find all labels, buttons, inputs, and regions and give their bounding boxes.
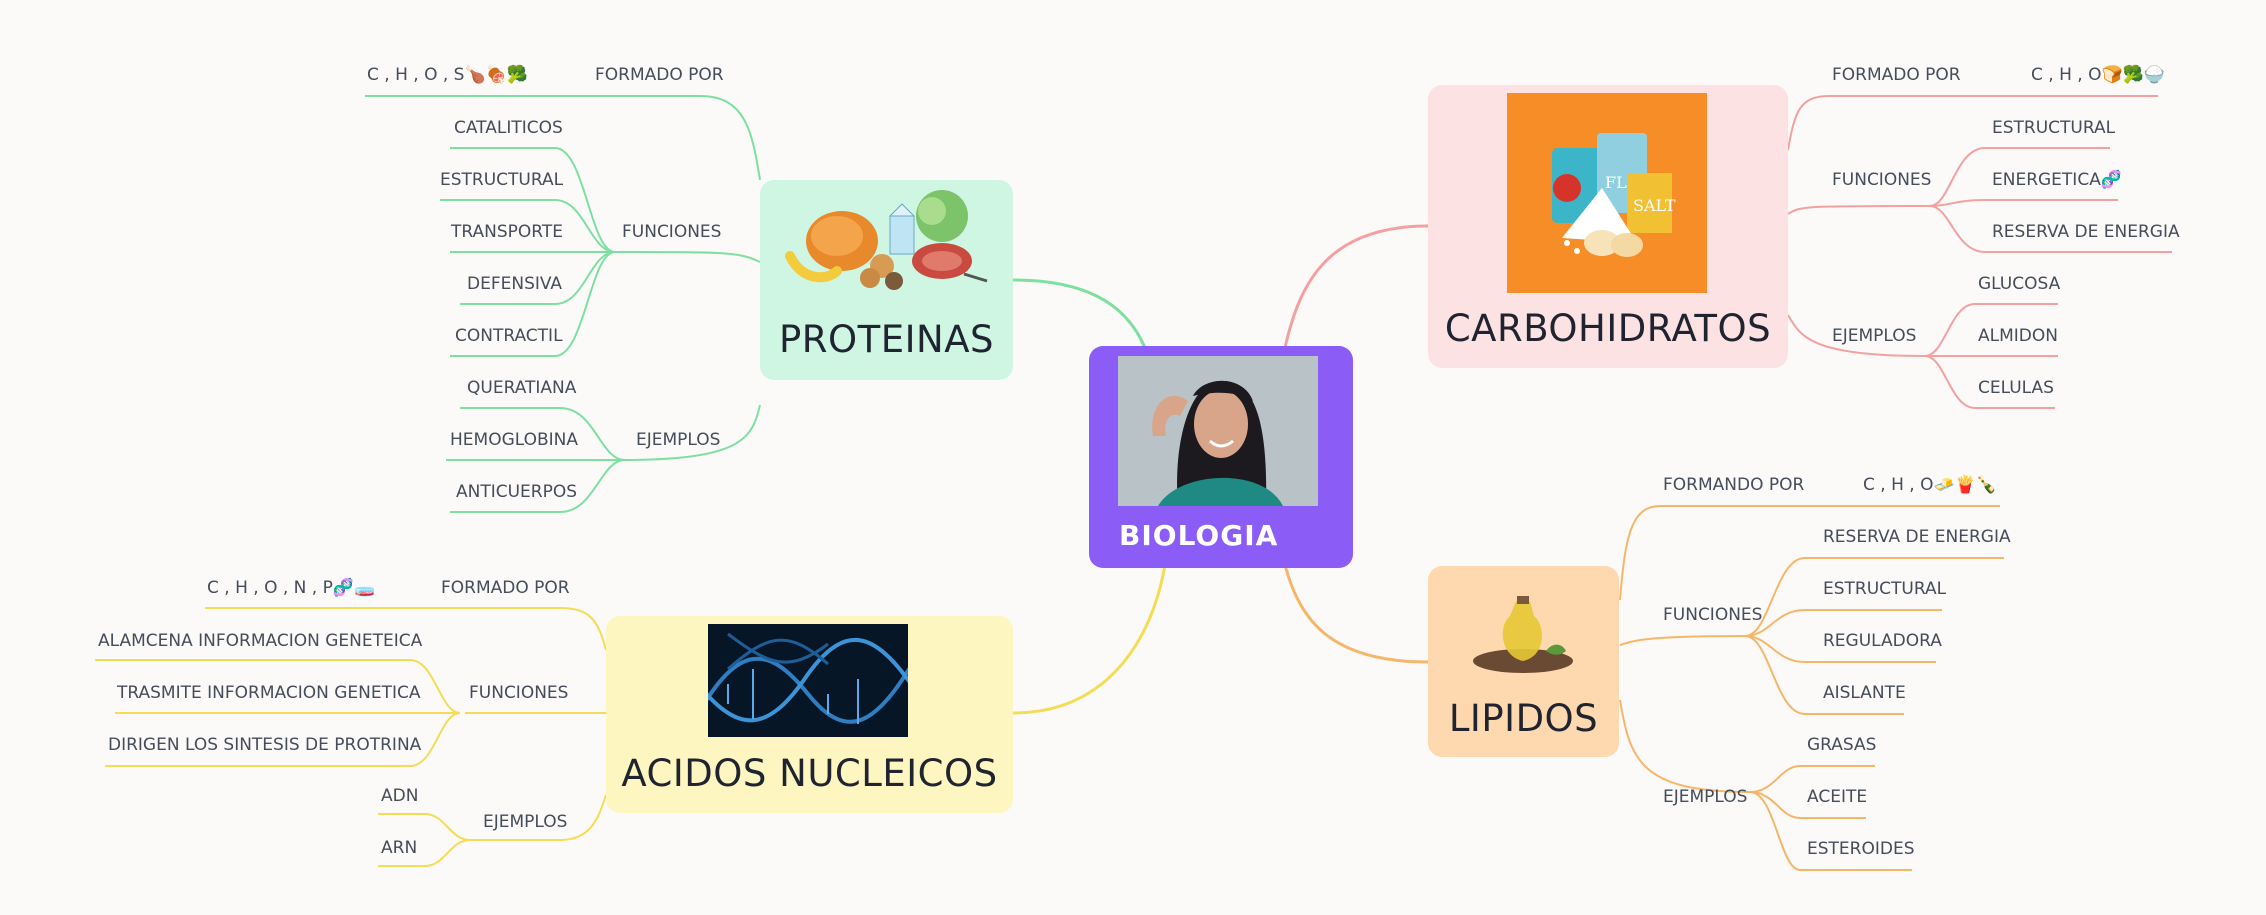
acidos-funcion-item: ALAMCENA INFORMACION GENETEICA [98,631,423,651]
acidos-formado-label: FORMADO POR [441,578,570,598]
lipidos-ejemplo-item: ACEITE [1807,787,1868,807]
topic-lipidos[interactable]: LIPIDOS [1428,566,1619,757]
proteinas-ejemplo-item: ANTICUERPOS [456,482,578,502]
proteinas-formado-label: FORMADO POR [595,65,724,85]
center-topic[interactable]: BIOLOGIA [1089,346,1353,568]
lipidos-funcion-item: REGULADORA [1823,631,1942,651]
acidos-funcion-item: DIRIGEN LOS SINTESIS DE PROTRINA [108,735,422,755]
carbohidratos-funciones-label: FUNCIONES [1832,170,1932,190]
carbohidratos-ejemplo-item: ALMIDON [1978,326,2058,346]
acidos-formado-value: C , H , O , N , P🧬🧫 [207,578,376,598]
carbohidratos-funcion-item: RESERVA DE ENERGIA [1992,222,2180,242]
center-title: BIOLOGIA [1119,519,1279,552]
dna-helix-image [708,624,908,737]
proteinas-funcion-item: ESTRUCTURAL [440,170,564,190]
oil-bottle-image [1468,596,1578,676]
lipidos-funcion-item: RESERVA DE ENERGIA [1823,527,2011,547]
carbohidratos-ejemplo-item: GLUCOSA [1978,274,2061,294]
carbohidratos-ejemplo-item: CELULAS [1978,378,2054,398]
acidos-ejemplo-item: ARN [381,838,418,858]
topic-title-proteinas: PROTEINAS [778,318,994,361]
topic-title-carbohidratos: CARBOHIDRATOS [1444,307,1772,350]
topic-proteinas[interactable]: PROTEINAS [760,180,1013,380]
proteinas-funcion-item: DEFENSIVA [467,274,563,294]
carbohidratos-funcion-item: ESTRUCTURAL [1992,118,2116,138]
lipidos-formado-label: FORMANDO POR [1663,475,1805,495]
carbohidratos-ejemplos-label: EJEMPLOS [1832,326,1917,346]
acidos-ejemplos-label: EJEMPLOS [483,812,568,832]
proteinas-formado-value: C , H , O , S🍗🍖🥦 [367,65,528,85]
topic-title-acidos-nucleicos: ACIDOS NUCLEICOS [621,752,998,795]
lipidos-formado-value: C , H , O🧈🍟🍾 [1863,475,1997,495]
topic-title-lipidos: LIPIDOS [1448,697,1599,740]
proteinas-funciones-label: FUNCIONES [622,222,722,242]
proteinas-funcion-item: CATALITICOS [454,118,563,138]
topic-acidos-nucleicos[interactable]: ACIDOS NUCLEICOS [606,616,1013,813]
topic-carbohidratos[interactable]: FLOU SALT CARBOHIDRATOS [1428,85,1788,368]
proteinas-ejemplo-item: QUERATIANA [467,378,577,398]
lipidos-funciones-label: FUNCIONES [1663,605,1763,625]
acidos-ejemplo-item: ADN [381,786,419,806]
carbohidratos-formado-label: FORMADO POR [1832,65,1961,85]
acidos-funcion-item: TRASMITE INFORMACION GENETICA [117,683,421,703]
proteinas-ejemplos-label: EJEMPLOS [636,430,721,450]
carbs-ingredients-image: FLOU SALT [1507,93,1707,293]
lipidos-funcion-item: AISLANTE [1823,683,1906,703]
svg-text:SALT: SALT [1633,196,1676,215]
food-protein-image [782,186,992,302]
proteinas-ejemplo-item: HEMOGLOBINA [450,430,579,450]
portrait-photo [1118,356,1318,506]
acidos-funciones-label: FUNCIONES [469,683,569,703]
carbohidratos-funcion-item: ENERGETICA🧬 [1992,170,2122,190]
lipidos-ejemplo-item: ESTEROIDES [1807,839,1915,859]
proteinas-funcion-item: CONTRACTIL [455,326,563,346]
lipidos-ejemplo-item: GRASAS [1807,735,1877,755]
carbohidratos-formado-value: C , H , O🍞🥦🍚 [2031,65,2165,85]
lipidos-ejemplos-label: EJEMPLOS [1663,787,1748,807]
proteinas-funcion-item: TRANSPORTE [451,222,563,242]
lipidos-funcion-item: ESTRUCTURAL [1823,579,1947,599]
